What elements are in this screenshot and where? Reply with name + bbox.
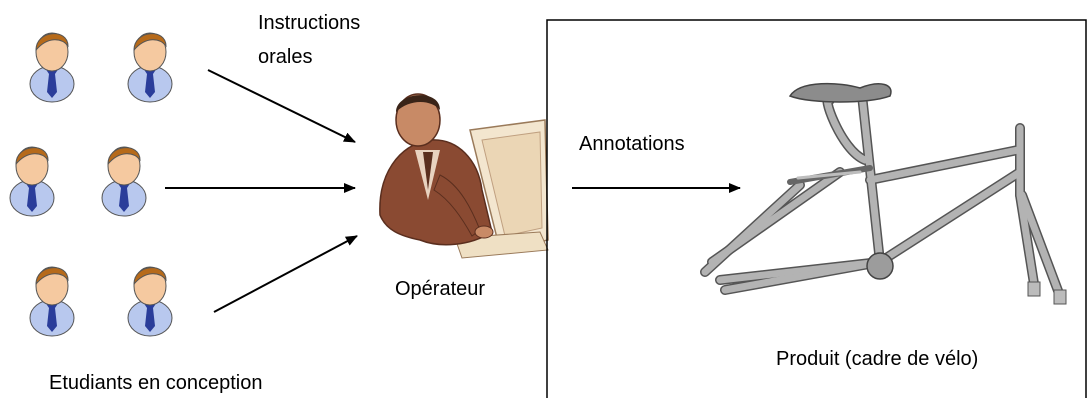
- student-icon: [29, 266, 75, 337]
- product-box: [546, 19, 1087, 398]
- bike-frame-image: [700, 82, 1067, 305]
- operator-label: Opérateur: [395, 278, 486, 300]
- product-label: Produit (cadre de vélo): [776, 348, 979, 370]
- arrow-bottom: [213, 235, 358, 313]
- student-icon: [101, 146, 147, 217]
- student-icon: [9, 146, 55, 217]
- operator-icon: [379, 93, 549, 259]
- student-icon: [127, 266, 173, 337]
- instructions-label-line1: Instructions: [258, 12, 361, 34]
- student-icon: [127, 32, 173, 103]
- instructions-label-line2: orales: [258, 46, 313, 68]
- annotations-label: Annotations: [579, 133, 685, 155]
- arrow-top: [207, 69, 356, 143]
- student-icon: [29, 32, 75, 103]
- students-group: [9, 32, 173, 337]
- students-label: Etudiants en conception: [49, 372, 263, 394]
